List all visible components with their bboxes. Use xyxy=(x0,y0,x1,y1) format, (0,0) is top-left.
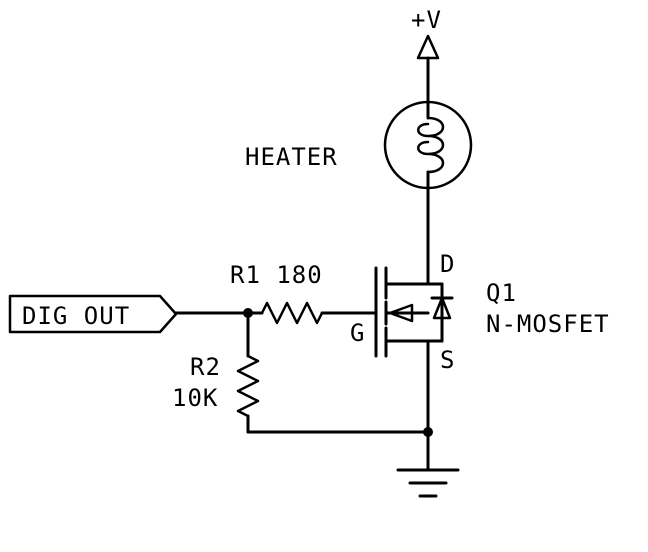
heater-symbol xyxy=(383,98,473,192)
n-mosfet-symbol xyxy=(374,266,454,358)
r1-label: R1 180 xyxy=(230,261,323,289)
junction-dot-ground xyxy=(423,427,433,437)
input-port-tag xyxy=(8,294,178,334)
drain-pin-label: D xyxy=(440,250,455,278)
heater-label: HEATER xyxy=(245,143,338,171)
transistor-ref-label: Q1 xyxy=(486,279,517,307)
transistor-type-label: N-MOSFET xyxy=(486,310,610,338)
supply-label: +V xyxy=(411,6,442,34)
source-pin-label: S xyxy=(440,346,455,374)
r2-ref-label: R2 xyxy=(190,353,221,381)
input-port-label: DIG OUT xyxy=(22,302,130,330)
r2-resistor xyxy=(236,311,430,434)
supply-arrow xyxy=(416,34,440,102)
gate-pin-label: G xyxy=(350,319,365,347)
ground-symbol xyxy=(396,468,460,498)
r2-value-label: 10K xyxy=(172,384,218,412)
